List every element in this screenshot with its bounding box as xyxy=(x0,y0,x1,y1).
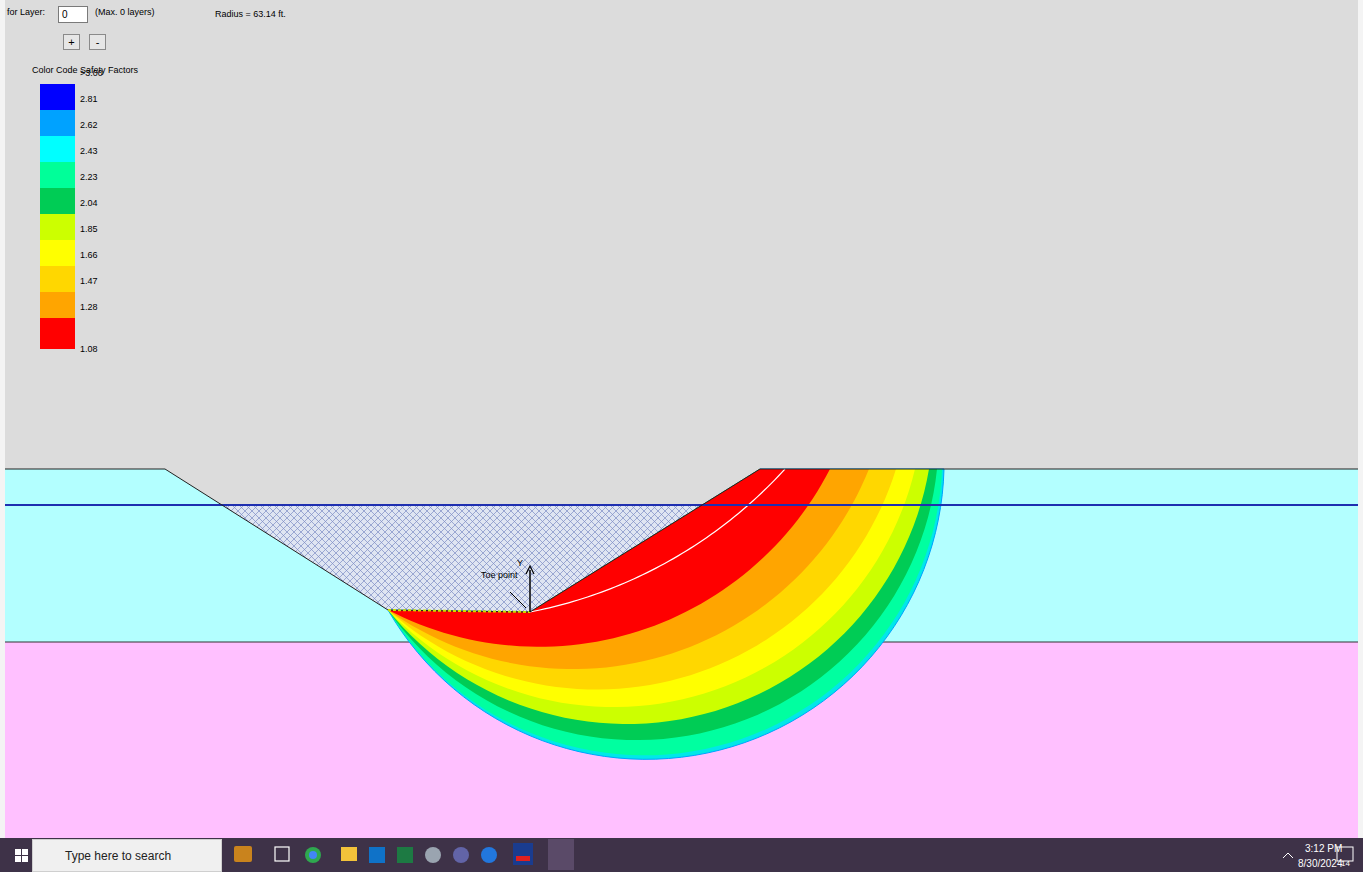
toe-label: Toe point xyxy=(481,571,518,581)
safety-factor-band xyxy=(388,469,929,724)
search-box: Type here to search xyxy=(32,839,222,872)
layer-input: 0 xyxy=(58,6,88,23)
legend-value: 2.23 xyxy=(80,173,98,183)
toe-leader xyxy=(510,592,526,608)
legend-value: 1.66 xyxy=(80,251,98,261)
windows-logo xyxy=(15,849,28,862)
slip-surface-bands xyxy=(388,469,944,759)
legend-swatch xyxy=(40,188,75,214)
window-edge xyxy=(0,0,5,838)
clock-date: 8/30/2024 xyxy=(1298,858,1343,869)
plus-button: + xyxy=(63,34,80,50)
taskbar xyxy=(0,838,1363,872)
taskbar-icons xyxy=(234,839,1353,870)
legend-swatch xyxy=(40,292,75,318)
node-text: 0 xyxy=(62,9,68,20)
legend-value: 1.08 xyxy=(80,345,98,355)
safety-factor-band xyxy=(388,469,944,759)
legend-swatch xyxy=(40,214,75,240)
clock-time: 3:12 PM xyxy=(1305,843,1342,854)
critical-slip-circle xyxy=(530,469,785,612)
minus-button: - xyxy=(89,34,106,50)
legend-value: 1.47 xyxy=(80,277,98,287)
legend-swatch xyxy=(40,266,75,292)
legend-value: 2.62 xyxy=(80,121,98,131)
canal-bottom xyxy=(388,610,530,612)
safety-factor-band xyxy=(388,469,830,647)
safety-factor-band xyxy=(388,469,942,755)
legend-swatch xyxy=(40,136,75,162)
legend-value: 1.28 xyxy=(80,303,98,313)
legend-value: 1.85 xyxy=(80,225,98,235)
node-text: - xyxy=(96,36,100,48)
legend-value: >3.00 xyxy=(80,69,103,79)
field-note: (Max. 0 layers) xyxy=(95,8,155,18)
canvas-background xyxy=(0,0,1363,838)
y-axis-arrow xyxy=(526,566,534,574)
legend-value: 2.43 xyxy=(80,147,98,157)
node-text: + xyxy=(68,36,74,48)
node-text: Type here to search xyxy=(65,849,171,863)
notification-count: 14 xyxy=(1341,860,1350,869)
legend-value: 2.81 xyxy=(80,95,98,105)
field-label: for Layer: xyxy=(7,8,45,18)
radius-readout: Radius = 63.14 ft. xyxy=(215,10,286,20)
y-axis-line xyxy=(529,570,531,612)
water-table xyxy=(5,504,1358,506)
safety-factor-band xyxy=(388,469,869,669)
legend-swatch xyxy=(40,318,75,349)
window-edge xyxy=(1358,0,1363,838)
axis-label: Y xyxy=(517,559,523,569)
legend-swatch xyxy=(40,110,75,136)
safety-factor-band xyxy=(388,469,937,740)
legend-swatch xyxy=(40,84,75,110)
legend-swatch xyxy=(40,162,75,188)
ground-surface xyxy=(5,469,1358,612)
legend-swatch xyxy=(40,240,75,266)
legend-value: 2.04 xyxy=(80,199,98,209)
safety-factor-band xyxy=(388,469,896,690)
